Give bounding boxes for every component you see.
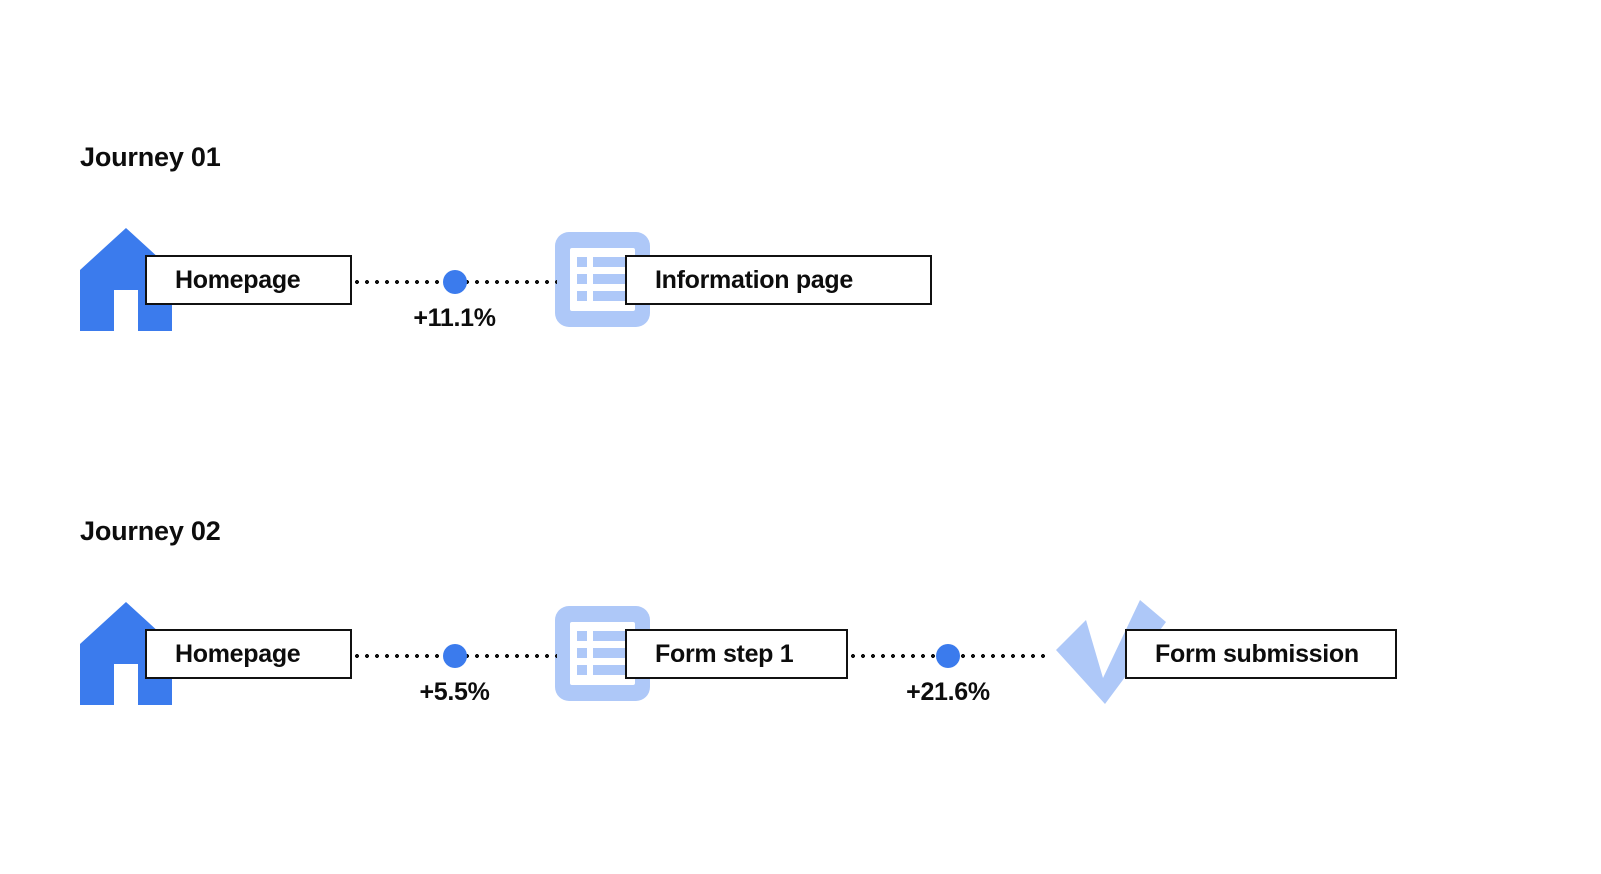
check-icon	[1048, 592, 1168, 712]
label-box-homepage-j2[interactable]: Homepage	[145, 629, 352, 679]
node-label: Homepage	[175, 639, 301, 668]
connector-dot[interactable]	[442, 270, 467, 294]
journey-01: Journey 01 Homepage +11.1%	[0, 0, 1601, 430]
connector-j2-2: +21.6%	[848, 626, 1048, 706]
connector-percent: +21.6%	[906, 678, 990, 706]
node-label: Form submission	[1155, 639, 1359, 668]
label-box-information-page-j1[interactable]: Information page	[625, 255, 932, 305]
home-icon	[80, 228, 172, 331]
journey-01-flow: Homepage +11.1%	[0, 212, 1601, 352]
node-homepage-j2[interactable]: Homepage	[80, 586, 352, 726]
journey-02: Journey 02 Homepage +5.5%	[0, 374, 1601, 804]
connector-dot[interactable]	[442, 644, 467, 668]
journey-01-title: Journey 01	[80, 142, 221, 172]
connector-j1-1: +11.1%	[352, 252, 557, 332]
label-box-form-step-1-j2[interactable]: Form step 1	[625, 629, 848, 679]
journey-02-flow: Homepage +5.5%	[0, 586, 1601, 726]
node-homepage-j1[interactable]: Homepage	[80, 212, 352, 352]
node-information-page-j1[interactable]: Information page	[555, 212, 932, 352]
node-label: Form step 1	[655, 639, 794, 668]
node-label: Homepage	[175, 265, 301, 294]
node-form-step-1-j2[interactable]: Form step 1	[555, 586, 848, 726]
home-icon	[80, 602, 172, 705]
node-label: Information page	[655, 265, 853, 294]
connector-percent: +11.1%	[413, 304, 496, 332]
label-box-homepage-j1[interactable]: Homepage	[145, 255, 352, 305]
connector-j2-1: +5.5%	[352, 626, 557, 706]
node-form-submission-j2[interactable]: Form submission	[1048, 586, 1397, 726]
journey-02-title: Journey 02	[80, 516, 221, 546]
connector-percent: +5.5%	[419, 678, 490, 706]
connector-dot[interactable]	[936, 644, 960, 668]
label-box-form-submission-j2[interactable]: Form submission	[1125, 629, 1397, 679]
